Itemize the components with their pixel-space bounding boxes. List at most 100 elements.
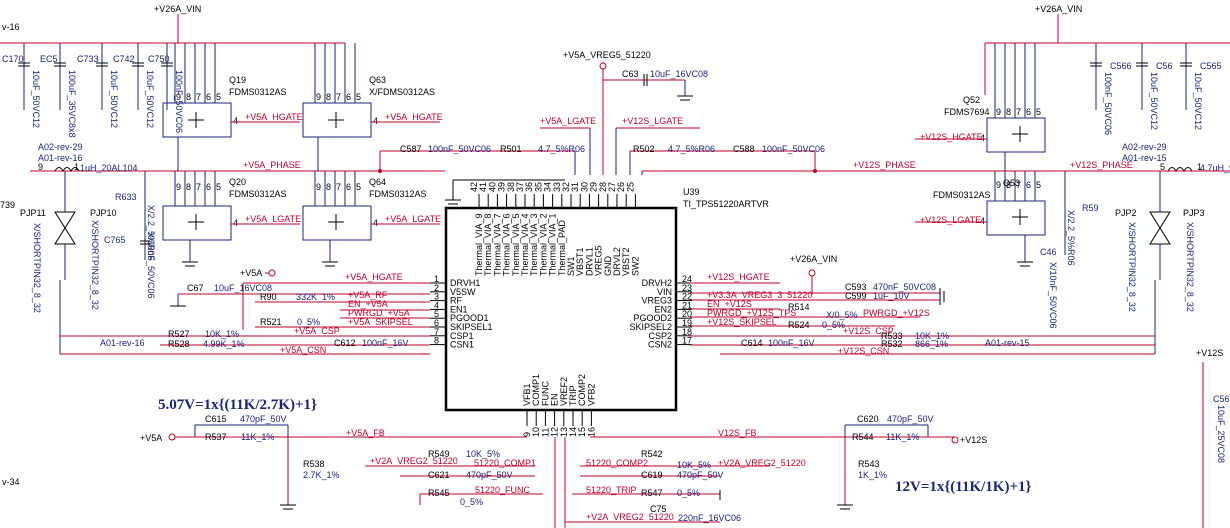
rail-v26a-right: +V26A_VIN xyxy=(1035,4,1082,14)
ic-right-pin-name: VIN xyxy=(657,287,672,297)
ic-bottom-pin-num: 11 xyxy=(540,428,550,437)
q64-part: FDMS0312AS xyxy=(369,189,427,199)
ic-top-pin-num: 28 xyxy=(598,182,608,192)
ic-left-pin-name: PGOOD1 xyxy=(450,313,489,323)
ic-top-pin-name: Thermal_VIA_4 xyxy=(520,213,530,276)
ic-top-pin-num: 32 xyxy=(561,182,571,192)
net-v2a-vreg2-left: +V2A_VREG2_51220 xyxy=(370,456,458,466)
c615-val: 470pF_50V xyxy=(240,414,287,424)
ic-top-pin-name: Thermal_VIA_6 xyxy=(502,213,512,276)
net-v2a-vreg2-bottom: +V2A_VREG2_51220 xyxy=(586,512,674,522)
c63-val: 10uF_16VC08 xyxy=(650,69,708,79)
r524-ref: R524 xyxy=(788,320,810,330)
r533-val: 10K_1% xyxy=(915,331,949,341)
r90-ref: R90 xyxy=(260,292,277,302)
net-v5a-skipsel: +V5A_SKIPSEL xyxy=(348,317,413,327)
r59-ref: R59 xyxy=(1082,203,1099,213)
ic-bottom-pin-name: VFB2 xyxy=(586,383,596,406)
rev-a01-mid-right: A01-rev-15 xyxy=(985,338,1030,348)
ic-left-pin-num: 4 xyxy=(434,300,439,310)
pjp10-val: X/SHORTPIN32_8_32 xyxy=(90,220,100,310)
ic-bottom-pins: 9VFB110COMP111FUNC12EN13VREF214TRIP15COM… xyxy=(522,374,596,437)
r501-ref: R501 xyxy=(500,144,522,154)
q64-pin8: 8 xyxy=(326,182,331,192)
cap-c742-val: 10uF_50VC12 xyxy=(145,70,155,128)
ic-top-pin-num: 39 xyxy=(497,182,507,192)
c765-ref: C765 xyxy=(104,235,126,245)
cap-c566-val: 100nF_50VC06 xyxy=(1103,72,1113,135)
ic-left-pin-num: 3 xyxy=(434,292,439,302)
rev-a01-left: A01-rev-16 xyxy=(38,153,83,163)
ic-top-pin-num: 36 xyxy=(524,182,534,192)
cap-c565-val: 10uF_50VC12 xyxy=(1193,72,1203,130)
ic-top-pin-num: 35 xyxy=(533,182,543,192)
net-en-v5a: EN_+V5A xyxy=(348,299,388,309)
q53-gate-pin: 4 xyxy=(980,216,985,226)
r514-val: X/0_5% xyxy=(826,310,858,320)
pjp10-ref: PJP10 xyxy=(90,208,117,218)
c599-val: 1uF_10V xyxy=(873,291,910,301)
c46-ref: C46 xyxy=(1040,247,1057,257)
net-v5a-hgate-q63: +V5A_HGATE xyxy=(385,112,443,122)
ic-top-pins: 42Thermal_VIA_941Thermal_VIA_840Thermal_… xyxy=(469,182,640,276)
ic-top-pin-num: 26 xyxy=(616,182,626,192)
c614-val: 100nF_16V xyxy=(768,338,815,348)
ic-top-pin-name: SW2 xyxy=(630,256,640,276)
r537-val: 11K_1% xyxy=(241,432,274,442)
c612-val: 100nF_16V xyxy=(362,338,409,348)
q20-pin8: 8 xyxy=(186,182,191,192)
r528-ref: R528 xyxy=(168,339,190,349)
r543-ref: R543 xyxy=(858,459,880,469)
net-v5a-hgate-ic: +V5A_HGATE xyxy=(345,272,403,282)
formula-v5: 5.07V=1x{(11K/2.7K)+1} xyxy=(158,397,317,413)
q19-pin7: 7 xyxy=(196,92,201,102)
cap-c56-val: 10uF_50VC12 xyxy=(1149,72,1159,130)
l-right-pin2: 5 xyxy=(1160,162,1165,172)
q64-pin6: 6 xyxy=(346,182,351,192)
r502-val: 4.7_5%R06 xyxy=(668,144,715,154)
q63-pin8: 8 xyxy=(326,92,331,102)
l-left-pin2: 9 xyxy=(38,162,43,172)
rail-v5a-in: +V5A xyxy=(240,268,262,278)
rail-v12s-port: +V12S xyxy=(960,435,987,445)
ic-top-pin-name: Thermal_VIA_7 xyxy=(492,213,502,276)
q52-pin6: 6 xyxy=(1026,107,1031,117)
inductor-left-value: 1uH_20AL104 xyxy=(80,163,138,173)
c599-ref: C599 xyxy=(845,291,867,301)
mosfet-q64: 9 8 7 6 5 4 Q64 FDMS0312AS xyxy=(302,171,427,241)
cap-c750-ref: C750 xyxy=(148,54,170,64)
ic-top-pin-name: DRVL1 xyxy=(584,247,594,276)
net-v5a-hgate-q19: +V5A_HGATE xyxy=(245,112,303,122)
q19-pin5: 5 xyxy=(216,92,221,102)
r90-val: 332K_1% xyxy=(296,292,335,302)
net-v12s-fb: V12S_FB xyxy=(718,428,757,438)
q52-ref: Q52 xyxy=(963,95,980,105)
c614-ref: C614 xyxy=(741,338,763,348)
net-51220-comp1: 51220_COMP1 xyxy=(474,458,536,468)
c593-val: 470nF_50VC08 xyxy=(873,282,936,292)
ic-top-pin-name: Thermal_VIA_2 xyxy=(538,213,548,276)
pjp-right-pair: PJP2 PJP3 X/SHORTPIN32_8_32 X/SHORTPIN32… xyxy=(1115,171,1205,312)
q20-part: FDMS0312AS xyxy=(229,189,287,199)
q52-pin5: 5 xyxy=(1036,107,1041,117)
q53-pin9: 9 xyxy=(996,180,1001,190)
ic-left-pin-num: 8 xyxy=(434,336,439,346)
ic-bottom-pin-num: 13 xyxy=(559,427,569,437)
ic-top-pin-name: VBST1 xyxy=(575,247,585,276)
cap-c566-ref: C566 xyxy=(1110,61,1132,71)
ic-top-pin-name: Thermal_PAD xyxy=(557,220,567,276)
ic-right-pin-name: EN2 xyxy=(654,304,672,314)
ic-bottom-pin-name: TRIP xyxy=(568,385,578,406)
q53-pin7: 7 xyxy=(1016,180,1021,190)
q53-part: FDMS0312AS xyxy=(933,190,991,200)
ic-left-pin-num: 7 xyxy=(434,327,439,337)
c75-ref: C75 xyxy=(650,504,667,514)
ic-top-pin-name: DRVL2 xyxy=(612,247,622,276)
ic-bottom-pin-name: EN xyxy=(550,393,560,406)
q52-gate-pin: 4 xyxy=(980,133,985,143)
ic-part: TI_TPS51220ARTVR xyxy=(683,199,769,209)
c56b-ref: C56 xyxy=(1213,394,1230,404)
c587-val: 100nF_50VC06 xyxy=(428,144,491,154)
rail-vreg5: +V5A_VREG5_51220 xyxy=(563,50,651,60)
l-left-pin1: 1 xyxy=(74,162,79,172)
